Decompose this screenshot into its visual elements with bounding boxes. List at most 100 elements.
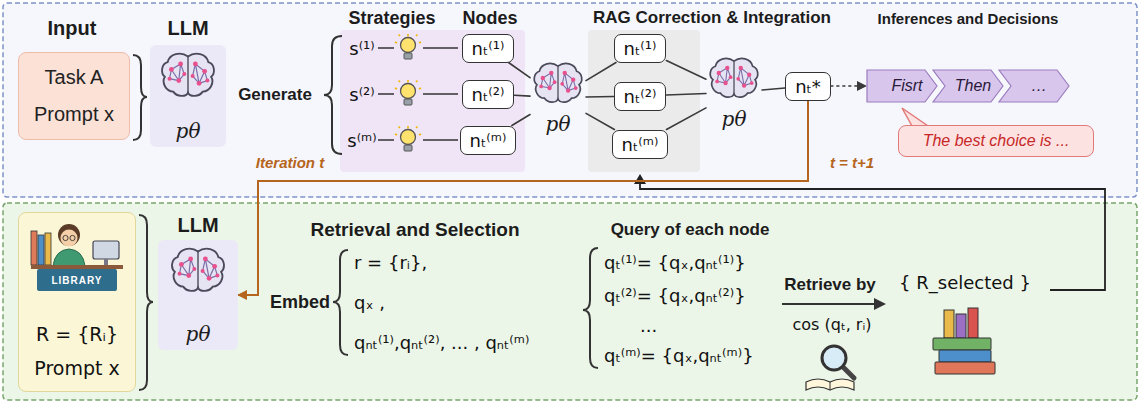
box-text: Prompt x [34, 103, 114, 126]
chevron-shape [933, 70, 1003, 102]
connector [586, 113, 614, 129]
column-heading: Inferences and Decisions [878, 10, 1059, 27]
section-heading: Query of each node [611, 220, 770, 240]
query-term: qₜ⁽¹⁾= {qₓ,qₙₜ⁽¹⁾} [604, 252, 746, 273]
best-node-box: nₜ* [785, 72, 831, 101]
connector [762, 88, 785, 90]
books-icon [933, 308, 995, 374]
box-text: The best choice is ... [923, 132, 1070, 150]
box-text: R = {Rᵢ} [36, 323, 118, 345]
box-text: nₜ⁽²⁾ [624, 86, 657, 107]
strategy-link [423, 93, 458, 95]
llm-brain: pθ [158, 240, 238, 350]
chevron-shape [867, 70, 937, 102]
bulb-icon [395, 34, 421, 59]
search-icon [806, 346, 854, 390]
box-text: Then [955, 77, 991, 95]
input-box: Task APrompt x [18, 52, 130, 140]
section-heading: LLM [177, 214, 218, 237]
column-heading: Strategies [348, 8, 435, 29]
arrow-head [874, 298, 886, 310]
strategy-link [378, 139, 394, 141]
node-box: nₜ⁽²⁾ [614, 82, 667, 111]
query-term: qₜ⁽ᵐ⁾= {qₓ,qₙₜ⁽ᵐ⁾} [604, 345, 754, 366]
edge-label: t = t+1 [827, 154, 877, 171]
box-text: nₜ⁽ᵐ⁾ [470, 130, 507, 151]
connector [509, 63, 530, 78]
step-chevron: Then [932, 69, 1004, 103]
node-box: nₜ⁽ᵐ⁾ [612, 130, 669, 159]
connector [238, 101, 808, 296]
node-box: nₜ⁽ᵐ⁾ [460, 126, 517, 155]
box-text: nₜ⁽¹⁾ [472, 38, 505, 59]
embedding-term: r = {rᵢ}, [354, 252, 427, 273]
node-box: nₜ⁽¹⁾ [462, 34, 515, 63]
top-panel [3, 3, 1137, 197]
box-text: nₜ⁽¹⁾ [624, 38, 657, 59]
brain-icon [710, 58, 757, 97]
llm-brain: pθ [706, 50, 762, 135]
box-text: … [1031, 77, 1047, 95]
column-heading: Nodes [462, 8, 517, 29]
brace [333, 250, 348, 355]
action-label: Embed [270, 292, 330, 313]
llm-brain: pθ [150, 45, 226, 147]
embedding-term: qₙₜ⁽¹⁾,qₙₜ⁽²⁾, ... , qₙₜ⁽ᵐ⁾ [354, 332, 529, 353]
retrieved-set: { R_selected } [899, 272, 1031, 293]
step-chevron: Fisrt [866, 69, 938, 103]
section-heading: LLM [167, 17, 208, 40]
box-text: nₜ* [795, 76, 821, 97]
brain-icon [534, 63, 581, 102]
strategy-symbol: s⁽ᵐ⁾ [347, 130, 376, 151]
embedding-term: qₓ , [354, 292, 385, 313]
action-label: Retrieve by [784, 275, 876, 295]
library-icon [31, 224, 123, 291]
node-box: nₜ⁽²⁾ [462, 80, 515, 109]
connector [586, 96, 614, 98]
library-sign: LIBRARY [51, 275, 102, 286]
decision-callout: The best choice is ... [898, 125, 1094, 157]
brain-icon [162, 54, 214, 96]
box-text: Fisrt [891, 77, 922, 95]
strategy-link [423, 139, 458, 141]
box-text: pθ [176, 119, 201, 143]
llm-brain: pθ [530, 55, 586, 140]
connector [666, 60, 706, 79]
brain-icon [531, 61, 585, 105]
library-box: R = {Rᵢ}Prompt x [18, 212, 136, 392]
ellipsis: ... [640, 315, 657, 336]
similarity-formula: cos (qₜ, rᵢ) [793, 315, 872, 334]
connector [514, 95, 530, 97]
box-text: nₜ⁽²⁾ [472, 84, 505, 105]
strategy-region [340, 30, 525, 172]
connector [586, 63, 616, 81]
bulb-icon [395, 126, 421, 151]
brain-icon [158, 51, 218, 99]
connector [512, 115, 530, 126]
chevron-shape [999, 70, 1069, 102]
box-text: nₜ⁽ᵐ⁾ [622, 134, 659, 155]
query-term: qₜ⁽²⁾= {qₓ,qₙₜ⁽²⁾} [604, 285, 746, 306]
brain-icon [172, 249, 224, 291]
strategy-link [378, 47, 394, 49]
node-box: nₜ⁽¹⁾ [614, 34, 667, 63]
connector [666, 108, 706, 130]
box-text: pθ [722, 107, 747, 131]
brace [139, 215, 153, 390]
box-text: pθ [186, 322, 211, 346]
section-heading: Input [48, 17, 97, 40]
column-heading: RAG Correction & Integration [593, 8, 831, 28]
strategy-link [423, 47, 458, 49]
bottom-panel [3, 203, 1137, 400]
box-text: pθ [546, 112, 571, 136]
bulb-icon [395, 80, 421, 105]
section-heading: Retrieval and Selection [310, 219, 519, 241]
brain-icon [707, 56, 761, 100]
arrow-head [634, 174, 646, 184]
iteration-label: Iteration t [256, 154, 324, 171]
brain-icon [168, 246, 228, 294]
strategy-symbol: s⁽¹⁾ [349, 38, 374, 59]
brace [324, 36, 342, 154]
